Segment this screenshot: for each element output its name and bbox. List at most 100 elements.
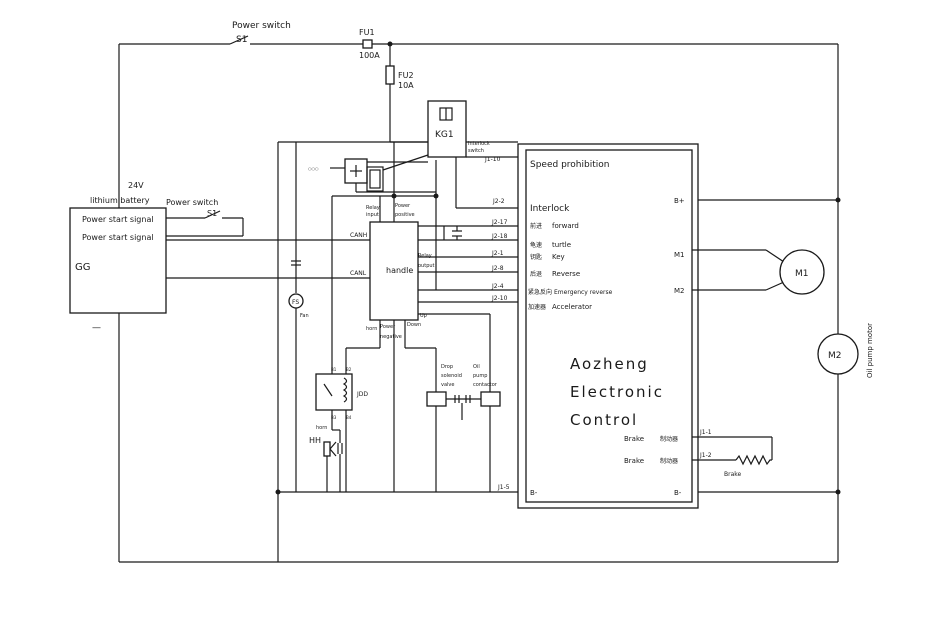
speed-prohibition-label: Speed prohibition [530, 160, 609, 170]
j1-10-label: J1-10 [484, 156, 501, 163]
power-switch-top-label: Power switch [232, 21, 291, 31]
j2-4-label: J2-4 [491, 283, 504, 290]
fu1-label: FU1 [359, 28, 375, 37]
interlock-switch-2: switch [468, 148, 484, 154]
kg1-interlock-switch [427, 100, 467, 158]
power-positive-1: Power [395, 203, 411, 209]
fs-label: FS [292, 299, 299, 306]
fu2-fuse [385, 65, 395, 85]
handle-box [369, 221, 419, 321]
reverse-label: Reverse [552, 270, 580, 278]
brand-line-1: Aozheng [570, 355, 649, 373]
accelerator-label: Accelerator [552, 303, 592, 311]
canl-label: CANL [350, 270, 367, 277]
brake-resistor-label: Brake [724, 471, 742, 478]
drop-solenoid-valve [426, 391, 447, 407]
relay-input-2: input [366, 212, 379, 218]
brand-line-3: Control [570, 411, 638, 429]
coil-b1: B1 [331, 367, 337, 372]
junction-dot [275, 489, 281, 495]
brake-2-label: Brake [624, 457, 644, 465]
battery-label: lithium battery [90, 196, 150, 205]
fu1-rating: 100A [359, 51, 380, 60]
accelerator-cn: 加速器 [528, 303, 546, 311]
fan-label: Fan [300, 313, 309, 319]
emergency-cn: 紧急反向 [528, 288, 552, 296]
fu1-fuse [362, 39, 373, 49]
horn-bottom-label: horn [316, 425, 327, 431]
small-switch-label: ○○○ [308, 166, 319, 171]
motor-m1 [779, 249, 825, 295]
oil-pump-contactor [480, 391, 501, 407]
drop-valve-3: valve [441, 382, 454, 388]
j1-1-label: J1-1 [699, 429, 712, 436]
power-switch-left-label: Power switch [166, 198, 218, 207]
power-negative-1: Power [380, 324, 396, 330]
forward-cn: 前进 [530, 222, 542, 230]
coil-b4: B4 [346, 415, 352, 420]
m1-motor-label: M1 [795, 269, 809, 279]
oil-pump-motor-label: Oil pump motor [866, 323, 874, 378]
relay-output-1: Relay [418, 253, 432, 259]
fu2-label: FU2 [398, 71, 414, 80]
fu2-rating: 10A [398, 81, 414, 90]
kg1-label: KG1 [435, 130, 454, 140]
up-label: Up [420, 313, 427, 319]
interlock-switch-1: Interlock [468, 141, 490, 147]
reverse-cn: 后退 [530, 270, 542, 278]
interlock-label: Interlock [530, 204, 570, 214]
j2-17-label: J2-17 [491, 219, 508, 226]
turtle-cn: 龟速 [530, 241, 542, 249]
junction-dot [835, 197, 841, 203]
brake-cn-1: 制动器 [660, 435, 678, 443]
jdd-label: JDD [356, 391, 368, 398]
junction-dot [835, 489, 841, 495]
j2-2-label: J2-2 [492, 198, 505, 205]
turtle-label: turtle [552, 241, 571, 249]
oil-contactor-2: pump [473, 373, 487, 379]
brand-line-2: Electronic [570, 383, 664, 401]
relay-input-1: Relay [366, 205, 380, 211]
key-cn: 钥匙 [530, 253, 542, 261]
relay-output-2: output [418, 263, 435, 269]
j2-10-label: J2-10 [491, 295, 508, 302]
power-start-signal-2: Power start signal [82, 233, 154, 242]
hh-label: HH [309, 436, 321, 445]
controller-inner [525, 149, 693, 503]
minus-label: — [92, 323, 101, 333]
m2-motor-label: M2 [828, 351, 842, 361]
horn-label: horn [366, 326, 377, 332]
b-minus-right-label: B- [674, 489, 682, 497]
emergency-label: Emergency reverse [554, 289, 613, 296]
j1-2-label: J1-2 [699, 452, 712, 459]
coil-b2: B2 [346, 367, 352, 372]
handle-label: handle [386, 266, 413, 275]
m2-terminal-label: M2 [674, 287, 685, 295]
main-power-wires [118, 35, 839, 563]
forward-label: forward [552, 222, 579, 230]
power-negative-2: negative [380, 334, 402, 340]
gg-label: GG [75, 262, 91, 273]
power-start-signal-1: Power start signal [82, 215, 154, 224]
s1-left-label: S1 [207, 209, 217, 218]
j2-1-label: J2-1 [491, 250, 504, 257]
brake-cn-2: 制动器 [660, 457, 678, 465]
s1-top-label: S1 [236, 35, 247, 45]
motor-m2 [817, 333, 859, 375]
drop-valve-1: Drop [441, 364, 453, 370]
oil-contactor-3: contactor [473, 382, 498, 388]
horn-hh [323, 441, 331, 457]
j1-5-label: J1-5 [497, 484, 510, 491]
canh-label: CANH [350, 232, 367, 239]
b-plus-label: B+ [674, 197, 685, 205]
oil-contactor-1: Oil [473, 364, 480, 370]
drop-valve-2: solenoid [441, 373, 462, 379]
coil-b3: B3 [331, 415, 337, 420]
power-positive-2: positive [395, 212, 415, 218]
j2-18-label: J2-18 [491, 233, 508, 240]
down-label: Down [407, 322, 421, 328]
brake-1-label: Brake [624, 435, 644, 443]
battery-gg [69, 207, 167, 314]
